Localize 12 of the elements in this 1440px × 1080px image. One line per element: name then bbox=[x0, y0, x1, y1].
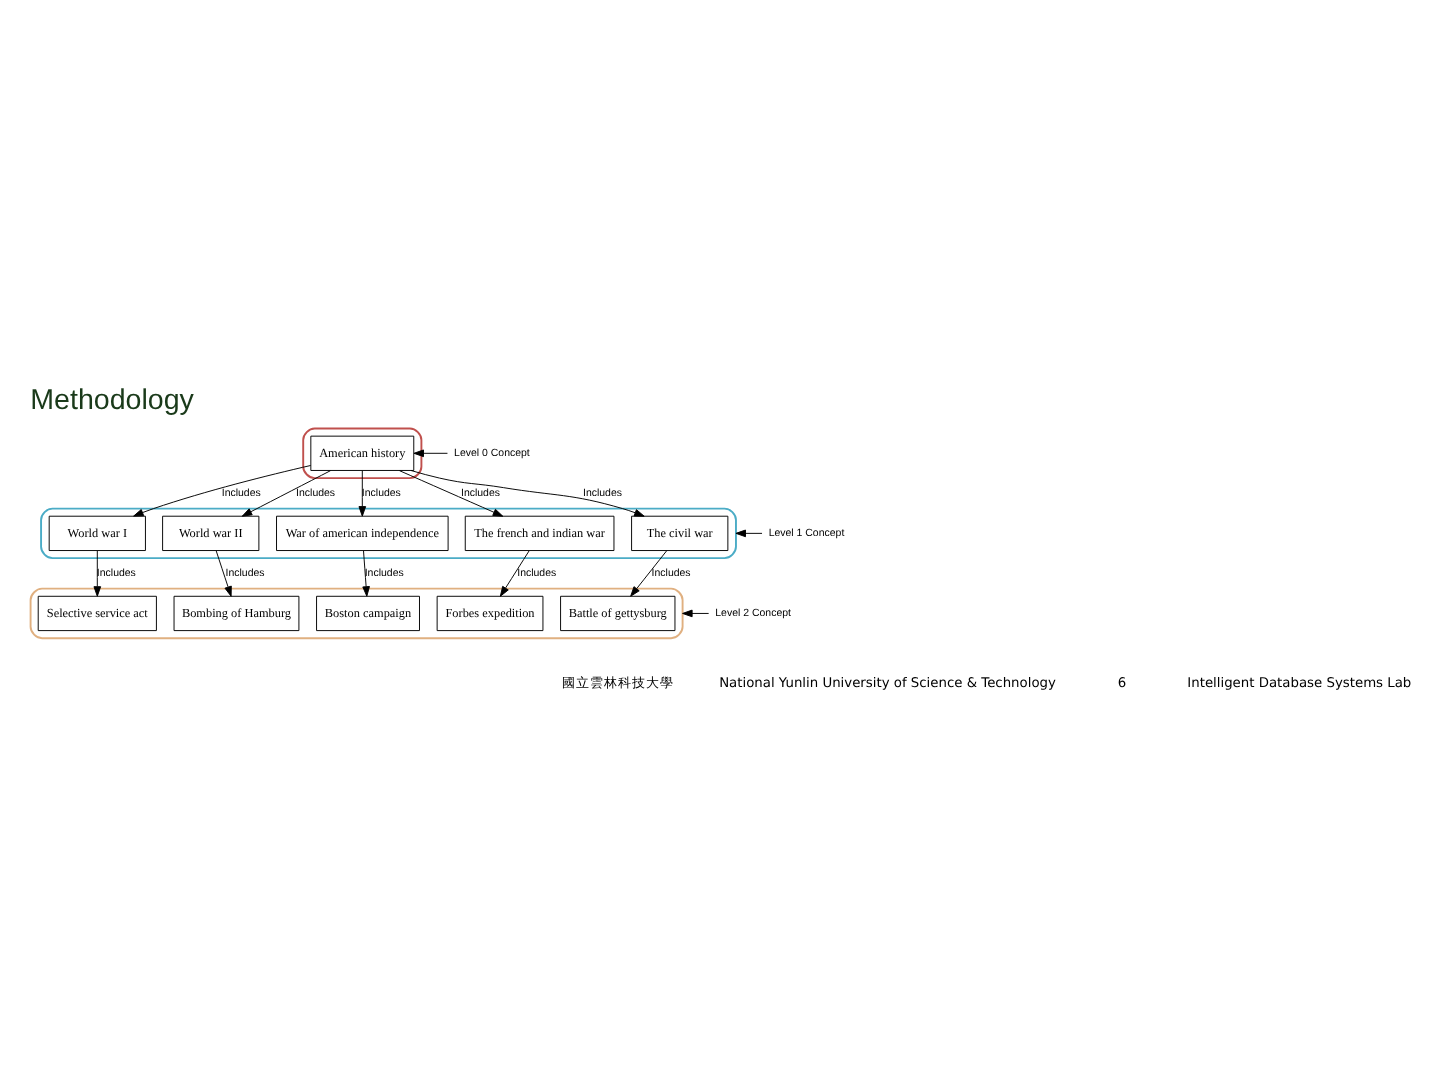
arrow bbox=[413, 448, 448, 457]
arrow bbox=[410, 469, 645, 516]
arrow bbox=[241, 469, 331, 516]
arrow bbox=[362, 549, 370, 596]
arrow bbox=[215, 549, 232, 596]
arrow bbox=[682, 608, 710, 617]
arrow bbox=[399, 469, 504, 516]
arrow bbox=[133, 464, 312, 516]
diagram-title: Methodology bbox=[30, 383, 194, 416]
arrow bbox=[499, 549, 530, 596]
arrow bbox=[630, 549, 668, 596]
arrow bbox=[735, 528, 763, 537]
